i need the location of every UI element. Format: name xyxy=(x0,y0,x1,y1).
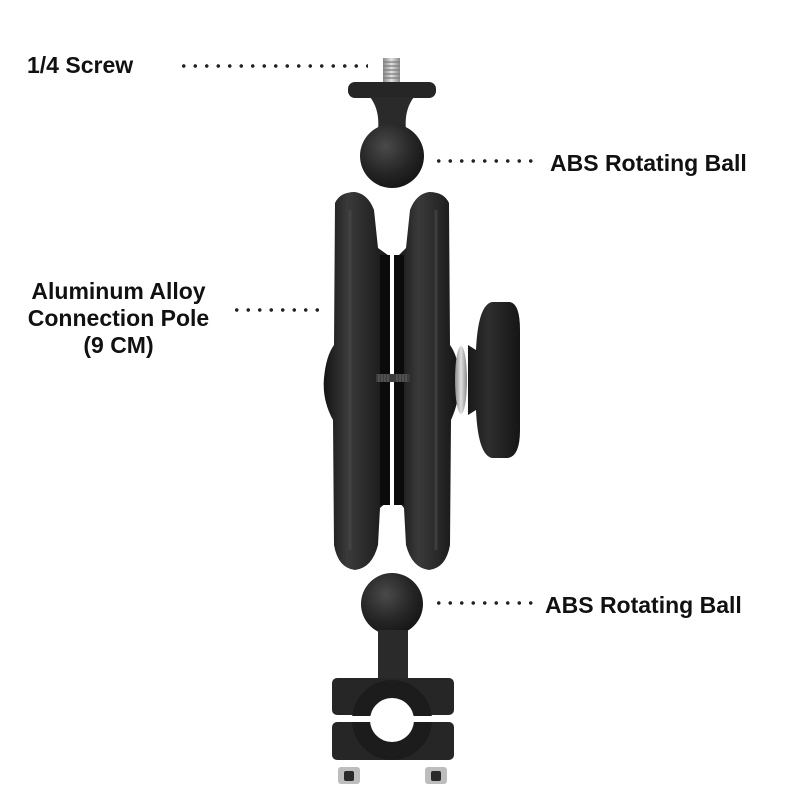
ball-bottom-icon xyxy=(361,573,423,635)
label-pole-line2: Connection Pole xyxy=(27,305,210,331)
leader-line-pole xyxy=(231,308,327,312)
screw-mount-icon xyxy=(348,58,436,130)
label-pole-line3: (9 CM) xyxy=(83,332,154,358)
connection-pole-icon xyxy=(323,192,460,570)
label-pole-line1: Aluminum Alloy xyxy=(31,278,206,304)
clamp-icon xyxy=(332,630,454,784)
leader-line-screw xyxy=(178,64,368,68)
label-ball-top: ABS Rotating Ball xyxy=(550,150,747,176)
label-ball-bottom: ABS Rotating Ball xyxy=(545,592,742,618)
label-pole: Aluminum Alloy Connection Pole (9 CM) xyxy=(6,278,231,359)
leader-line-ball-top xyxy=(433,159,533,163)
leader-line-ball-bottom xyxy=(433,601,533,605)
label-screw: 1/4 Screw xyxy=(27,52,134,78)
ball-top-icon xyxy=(360,124,424,188)
knob-icon xyxy=(455,302,520,458)
